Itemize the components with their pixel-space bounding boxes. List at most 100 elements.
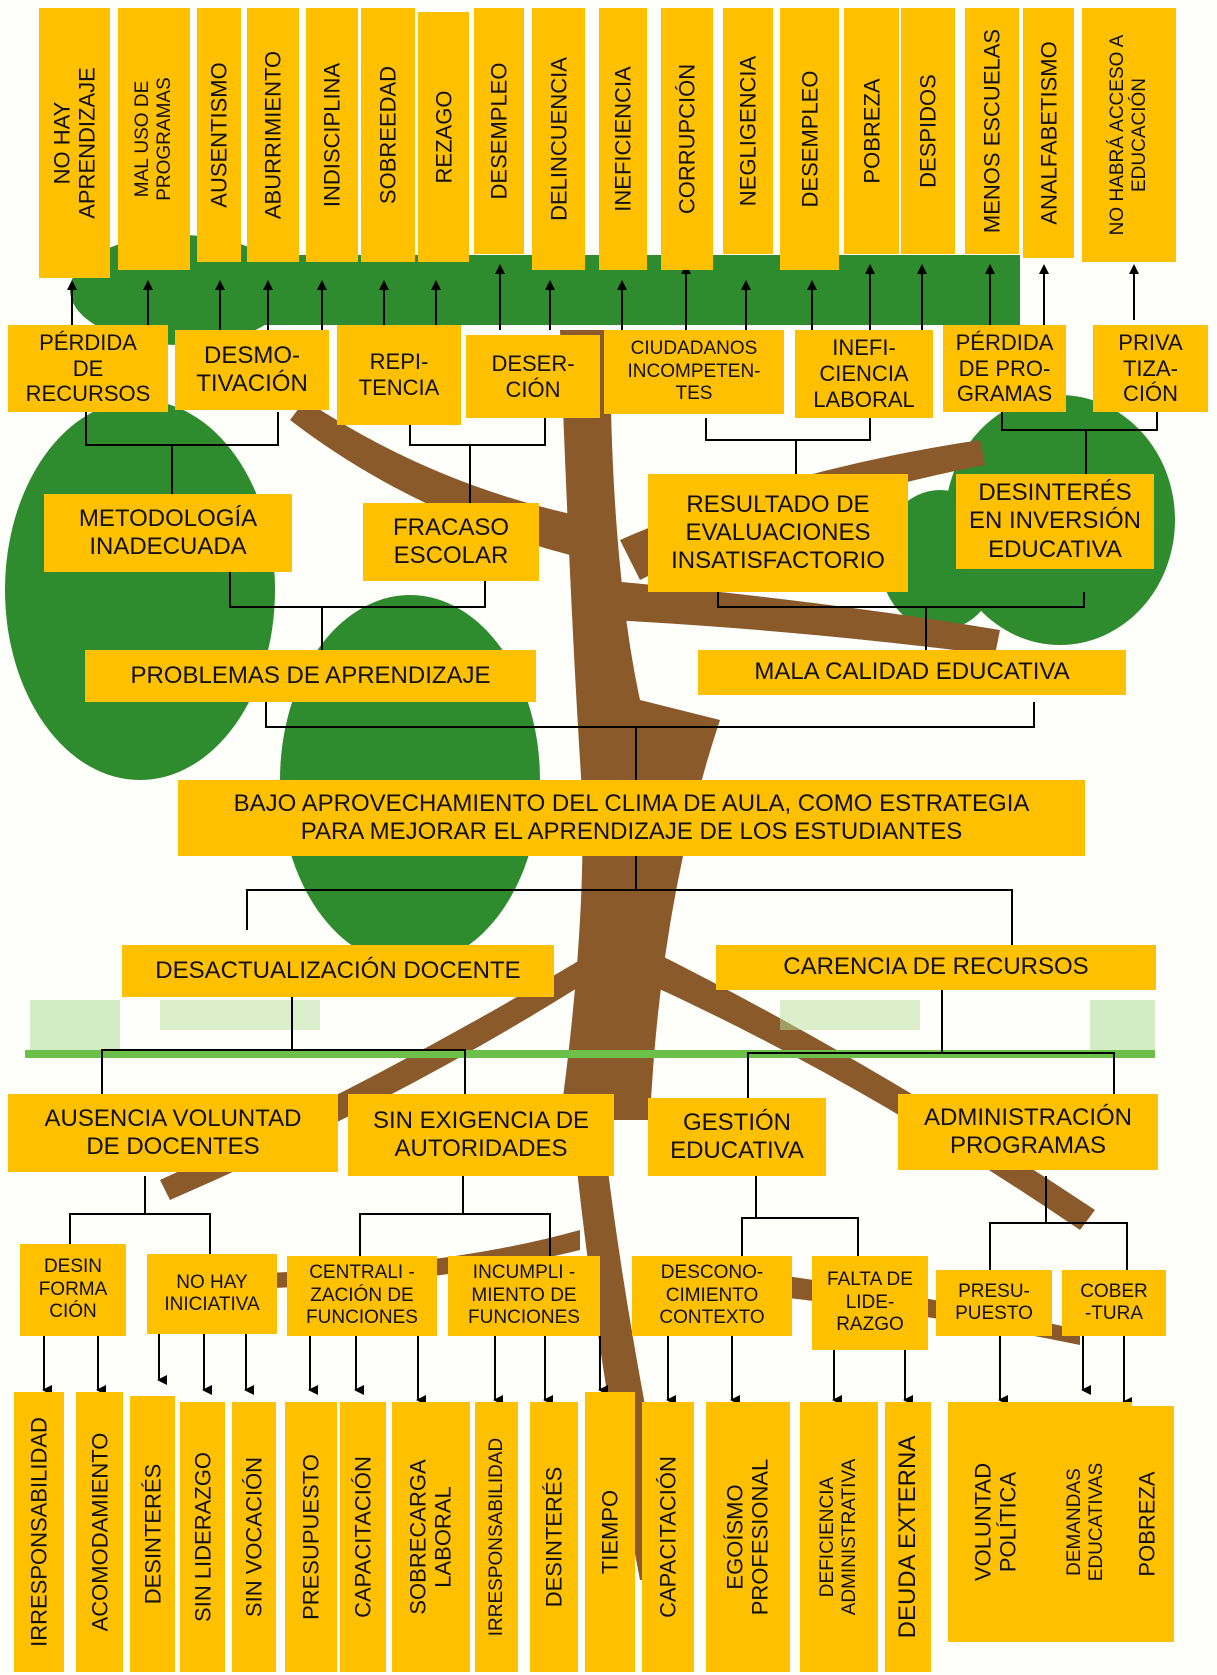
tertiary-cause-box: FALTA DE LIDE- RAZGO bbox=[812, 1256, 928, 1350]
tertiary-cause-box: NO HAY INICIATIVA bbox=[147, 1254, 277, 1334]
root-cause-label: TIEMPO bbox=[597, 1489, 623, 1575]
grass bbox=[25, 1000, 1155, 1058]
effect-box: MENOS ESCUELAS bbox=[965, 8, 1019, 254]
root-cause-box: CAPACITACIÓN bbox=[642, 1402, 694, 1672]
tertiary-cause-box: INCUMPLI - MIENTO DE FUNCIONES bbox=[448, 1256, 600, 1336]
root-cause-label: DESINTERÉS bbox=[139, 1463, 165, 1605]
effect-box: NO HABRÁ ACCESO A EDUCACIÓN bbox=[1082, 8, 1176, 262]
effect-box: REZAGO bbox=[418, 12, 469, 262]
effect-box: INEFICIENCIA bbox=[599, 8, 647, 270]
consequence-box: DESER- CIÓN bbox=[466, 335, 600, 418]
root-cause-box: CAPACITACIÓN bbox=[340, 1402, 386, 1672]
root-cause-box: DESINTERÉS bbox=[130, 1396, 175, 1672]
root-cause-label: VOLUNTAD POLÍTICA bbox=[970, 1462, 1021, 1582]
effect-box: DELINCUENCIA bbox=[532, 8, 585, 270]
effect-box: CORRUPCIÓN bbox=[661, 8, 713, 270]
consequence-box: PRIVA TIZA- CIÓN bbox=[1093, 325, 1208, 412]
mid-effect-box: DESINTERÉS EN INVERSIÓN EDUCATIVA bbox=[956, 474, 1154, 569]
consequence-box: REPI- TENCIA bbox=[337, 325, 461, 425]
effect-label: DELINCUENCIA bbox=[545, 57, 571, 221]
effect-label: INDISCIPLINA bbox=[319, 62, 345, 208]
effect-label: MAL USO DE PROGRAMAS bbox=[132, 77, 175, 201]
tertiary-cause-box: PRESU- PUESTO bbox=[936, 1270, 1052, 1336]
effect-box: MAL USO DE PROGRAMAS bbox=[118, 8, 190, 270]
root-cause-label: EGOÍSMO PROFESIONAL bbox=[722, 1458, 773, 1616]
effect-label: MENOS ESCUELAS bbox=[979, 28, 1005, 234]
root-cause-label: CAPACITACIÓN bbox=[655, 1456, 681, 1618]
effect-box: DESEMPLEO bbox=[474, 8, 524, 254]
effect-label: NO HAY APRENDIZAJE bbox=[49, 67, 100, 219]
effect-box: ANALFABETISMO bbox=[1023, 8, 1074, 258]
root-cause-box: EGOÍSMO PROFESIONAL bbox=[706, 1402, 790, 1672]
secondary-cause-box: AUSENCIA VOLUNTAD DE DOCENTES bbox=[8, 1094, 338, 1172]
effect-box: NO HAY APRENDIZAJE bbox=[39, 8, 110, 278]
root-cause-box: DEFICIENCIA ADMINISTRATIVA bbox=[800, 1402, 878, 1672]
effect-label: ANALFABETISMO bbox=[1035, 41, 1061, 225]
root-cause-label: IRRESPONSABILIDAD bbox=[485, 1437, 507, 1637]
effect-box: NEGLIGENCIA bbox=[723, 8, 773, 254]
effect-box: AUSENTISMO bbox=[197, 8, 241, 262]
effect-label: SOBREEDAD bbox=[375, 65, 401, 205]
root-cause-label: PRESUPUESTO bbox=[298, 1454, 324, 1620]
root-cause-box: VOLUNTAD POLÍTICA bbox=[948, 1402, 1044, 1642]
secondary-cause-box: ADMINISTRACIÓN PROGRAMAS bbox=[898, 1094, 1158, 1170]
root-cause-box: DEMANDAS EDUCATIVAS bbox=[1040, 1402, 1132, 1642]
effect-label: DESEMPLEO bbox=[486, 62, 512, 200]
effect-label: REZAGO bbox=[430, 90, 456, 184]
tertiary-cause-box: CENTRALI - ZACIÓN DE FUNCIONES bbox=[287, 1256, 437, 1336]
root-cause-label: SIN LIDERAZGO bbox=[189, 1452, 215, 1622]
consequence-box: CIUDADANOS INCOMPETEN- TES bbox=[604, 330, 784, 414]
top-effect-box: MALA CALIDAD EDUCATIVA bbox=[698, 650, 1126, 695]
secondary-cause-box: GESTIÓN EDUCATIVA bbox=[648, 1098, 826, 1176]
root-cause-label: SOBRECARGA LABORAL bbox=[405, 1459, 456, 1615]
root-cause-box: ACOMODAMIENTO bbox=[76, 1392, 123, 1672]
mid-effect-box: FRACASO ESCOLAR bbox=[363, 503, 539, 581]
main-cause-box: DESACTUALIZACIÓN DOCENTE bbox=[122, 945, 554, 997]
root-cause-box: PRESUPUESTO bbox=[285, 1402, 337, 1672]
root-cause-box: POBREZA bbox=[1120, 1406, 1174, 1642]
root-cause-label: DEMANDAS EDUCATIVAS bbox=[1064, 1462, 1107, 1582]
consequence-box: INEFI- CIENCIA LABORAL bbox=[795, 330, 933, 418]
effect-label: DESPIDOS bbox=[915, 74, 941, 188]
root-cause-box: SIN LIDERAZGO bbox=[180, 1402, 225, 1672]
root-cause-box: TIEMPO bbox=[585, 1392, 635, 1672]
secondary-cause-box: SIN EXIGENCIA DE AUTORIDADES bbox=[348, 1094, 614, 1176]
effect-label: CORRUPCIÓN bbox=[674, 63, 700, 215]
root-cause-label: DEUDA EXTERNA bbox=[894, 1435, 922, 1639]
mid-effect-box: METODOLOGÍA INADECUADA bbox=[44, 494, 292, 572]
top-effect-box: PROBLEMAS DE APRENDIZAJE bbox=[85, 650, 536, 702]
consequence-box: PÉRDIDA DE PRO- GRAMAS bbox=[943, 325, 1066, 412]
root-cause-box: DEUDA EXTERNA bbox=[885, 1402, 931, 1672]
root-cause-label: ACOMODAMIENTO bbox=[86, 1432, 112, 1632]
effect-label: NEGLIGENCIA bbox=[735, 55, 761, 207]
root-cause-box: IRRESPONSABILIDAD bbox=[475, 1402, 518, 1672]
root-cause-label: CAPACITACIÓN bbox=[350, 1456, 376, 1618]
effect-box: SOBREEDAD bbox=[361, 8, 415, 262]
effect-label: AUSENTISMO bbox=[206, 62, 232, 208]
effect-box: DESPIDOS bbox=[901, 8, 955, 254]
root-cause-box: IRRESPONSABILIDAD bbox=[14, 1392, 64, 1672]
central-problem-box: BAJO APROVECHAMIENTO DEL CLIMA DE AULA, … bbox=[178, 780, 1085, 856]
root-cause-label: POBREZA bbox=[1134, 1471, 1160, 1577]
effect-label: ABURRIMIENTO bbox=[260, 50, 286, 220]
effect-box: INDISCIPLINA bbox=[306, 8, 358, 262]
root-cause-box: DESINTERÉS bbox=[530, 1402, 578, 1672]
root-cause-box: SOBRECARGA LABORAL bbox=[392, 1402, 470, 1672]
consequence-box: DESMO- TIVACIÓN bbox=[175, 330, 329, 410]
root-cause-label: DESINTERÉS bbox=[541, 1466, 567, 1608]
root-cause-label: DEFICIENCIA ADMINISTRATIVA bbox=[817, 1458, 860, 1616]
tertiary-cause-box: COBER -TURA bbox=[1062, 1270, 1166, 1336]
tertiary-cause-box: DESCONO- CIMIENTO CONTEXTO bbox=[632, 1256, 792, 1336]
root-cause-box: SIN VOCACIÓN bbox=[232, 1402, 276, 1672]
mid-effect-box: RESULTADO DE EVALUACIONES INSATISFACTORI… bbox=[648, 474, 908, 592]
root-cause-label: SIN VOCACIÓN bbox=[241, 1456, 267, 1618]
consequence-box: PÉRDIDA DE RECURSOS bbox=[8, 325, 168, 412]
effect-box: ABURRIMIENTO bbox=[247, 8, 299, 262]
tertiary-cause-box: DESIN FORMA CIÓN bbox=[20, 1244, 126, 1336]
effect-box: POBREZA bbox=[844, 8, 899, 254]
effect-label: POBREZA bbox=[858, 78, 884, 184]
effect-label: DESEMPLEO bbox=[796, 70, 822, 208]
effect-label: NO HABRÁ ACCESO A EDUCACIÓN bbox=[1107, 34, 1150, 236]
effect-box: DESEMPLEO bbox=[780, 8, 839, 270]
